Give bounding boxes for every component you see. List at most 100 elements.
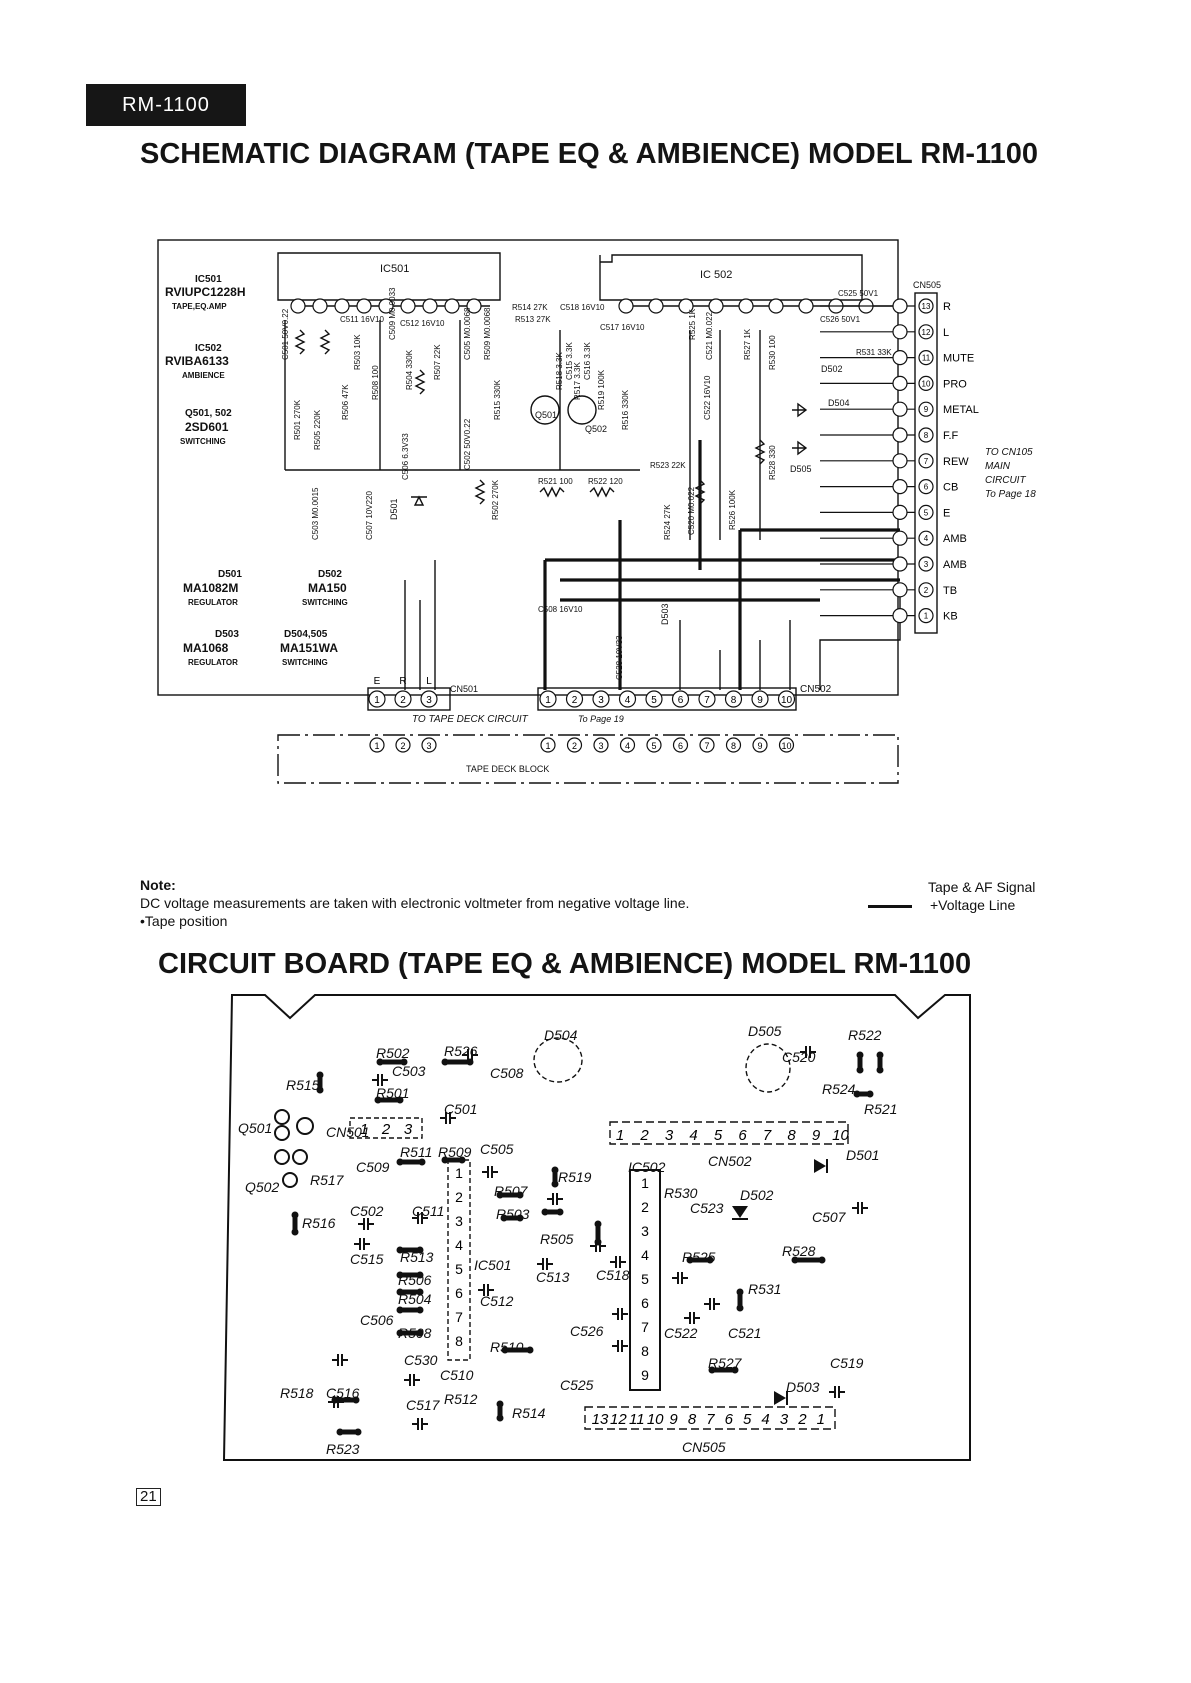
d504-part: MA151WA — [280, 641, 338, 655]
cn505-signal-metal: METAL — [943, 404, 979, 416]
d503-ref: D503 — [215, 629, 239, 640]
tape-deck-cn502-pin — [619, 737, 636, 753]
component-label: R508 100 — [371, 365, 380, 400]
component-label: C511 16V10 — [340, 315, 384, 324]
cn502-label: CN502 — [800, 684, 832, 695]
cn502-pin-number: 5 — [651, 695, 657, 706]
component-label: C503 M0.0015 — [311, 487, 320, 540]
component-label: R528 330 — [768, 445, 777, 480]
component-label: R506 47K — [341, 384, 350, 420]
cn501-pin-signal: R — [399, 676, 406, 687]
cn505-pin-left — [892, 453, 908, 469]
d501-symbol — [411, 495, 427, 506]
tape-deck-block-label: TAPE DECK BLOCK — [466, 764, 549, 774]
component-label: C515 3.3K — [565, 342, 574, 380]
cn505-signal-amb: AMB — [943, 559, 967, 571]
cn502-pin-number: 1 — [545, 695, 551, 706]
tape-deck-cn502-pin — [566, 737, 583, 753]
d505-label: D505 — [790, 464, 812, 474]
page-number: 21 — [136, 1488, 161, 1506]
to-main-1: TO CN105 — [985, 447, 1033, 458]
component-label: R504 330K — [405, 349, 414, 390]
cn505-pin-right — [918, 427, 934, 443]
tape-deck-cn501-pin-number: 3 — [426, 741, 431, 751]
cn505-box — [914, 292, 938, 634]
tape-deck-cn501-pin-number: 1 — [374, 741, 379, 751]
component-label: C518 16V10 — [560, 303, 605, 312]
cn505-signal-kb: KB — [943, 611, 958, 623]
cn505-pin-number: 7 — [924, 457, 929, 466]
tape-deck-cn502-pin — [778, 737, 795, 753]
cn505-signal-tb: TB — [943, 585, 957, 597]
note-heading: Note: — [140, 877, 176, 893]
cn501-pin-number: 2 — [400, 695, 406, 706]
legend-voltage-line-sample — [868, 905, 912, 908]
ic502-part: RVIBA6133 — [165, 354, 229, 368]
q501-desc: SWITCHING — [180, 437, 226, 446]
cn501-pin — [368, 690, 386, 708]
component-label: C516 3.3K — [583, 342, 592, 380]
tape-deck-cn502-pin-number: 7 — [704, 741, 709, 751]
component-label: C522 16V10 — [703, 375, 712, 420]
cn505-signal-ff: F.F — [943, 430, 959, 442]
tape-deck-cn502-pin — [540, 737, 556, 753]
ic501-box — [277, 252, 501, 301]
component-label: C501 50V0.22 — [281, 308, 290, 360]
cn505-signal-amb: AMB — [943, 533, 967, 545]
cn505-label: CN505 — [913, 280, 941, 290]
component-label: C528 10V33 — [615, 635, 624, 680]
cn502-pin — [724, 690, 743, 708]
ic501-pin — [334, 298, 350, 314]
q502-label: Q502 — [585, 424, 607, 434]
cn505-pin-number: 12 — [922, 328, 931, 337]
component-label: C526 50V1 — [820, 315, 861, 324]
to-main-4: To Page 18 — [985, 489, 1036, 500]
tape-deck-cn502-pin — [725, 737, 742, 753]
tape-deck-cn501-pin — [421, 737, 437, 753]
cn505-pin-number: 8 — [924, 431, 929, 440]
ic501-part: RVIUPC1228H — [165, 285, 245, 299]
cn501-pin-number: 1 — [374, 695, 380, 706]
cn505-pin-left — [892, 582, 908, 598]
component-label: R502 270K — [491, 479, 500, 520]
component-label: R515 330K — [493, 379, 502, 420]
board-title: CIRCUIT BOARD (TAPE EQ & AMBIENCE) MODEL… — [158, 948, 972, 980]
cn505-pin-number: 6 — [924, 483, 929, 492]
cn505-pin-number: 3 — [924, 560, 929, 569]
cn505-pin-right — [918, 607, 934, 624]
cn502-pin — [777, 690, 796, 708]
cn505-signal-cb: CB — [943, 482, 958, 494]
tape-deck-cn501-pin — [369, 737, 385, 753]
legend-signal: Tape & AF Signal — [928, 879, 1036, 895]
ic501-desc: TAPE,EQ.AMP — [172, 302, 227, 311]
cn502-pin — [565, 690, 584, 708]
component-label: R518 3.3K — [555, 352, 564, 390]
component-label: R505 220K — [313, 409, 322, 450]
cn502-pin-number: 6 — [678, 695, 684, 706]
ic501-box-label: IC501 — [380, 263, 409, 275]
ic502-desc: AMBIENCE — [182, 371, 225, 380]
tape-deck-cn502-pin-number: 1 — [545, 741, 550, 751]
cn502-pin — [698, 690, 716, 708]
tape-deck-cn502-pin-number: 8 — [731, 741, 736, 751]
component-label: R530 100 — [768, 335, 777, 370]
ic501-pin — [312, 298, 328, 314]
d505-symbol — [792, 440, 808, 456]
cn505-pin-right — [918, 530, 934, 546]
cn505-pin-number: 5 — [924, 508, 929, 517]
to-page-19: To Page 19 — [578, 714, 624, 724]
to-main-3: CIRCUIT — [985, 475, 1026, 486]
tape-deck-cn502-pin — [646, 737, 662, 753]
d503-desc: REGULATOR — [188, 658, 238, 667]
tape-deck-cn502-pin-number: 2 — [572, 741, 577, 751]
cn505-pin-right — [918, 479, 934, 495]
d503-label: D503 — [660, 603, 670, 625]
cn502-pin-number: 2 — [572, 695, 578, 706]
legend-voltage: +Voltage Line — [930, 897, 1016, 913]
component-label: R526 100K — [728, 489, 737, 530]
ic501-pin — [422, 298, 438, 314]
cn502-pin-number: 8 — [731, 695, 737, 706]
tape-deck-block — [277, 734, 899, 784]
